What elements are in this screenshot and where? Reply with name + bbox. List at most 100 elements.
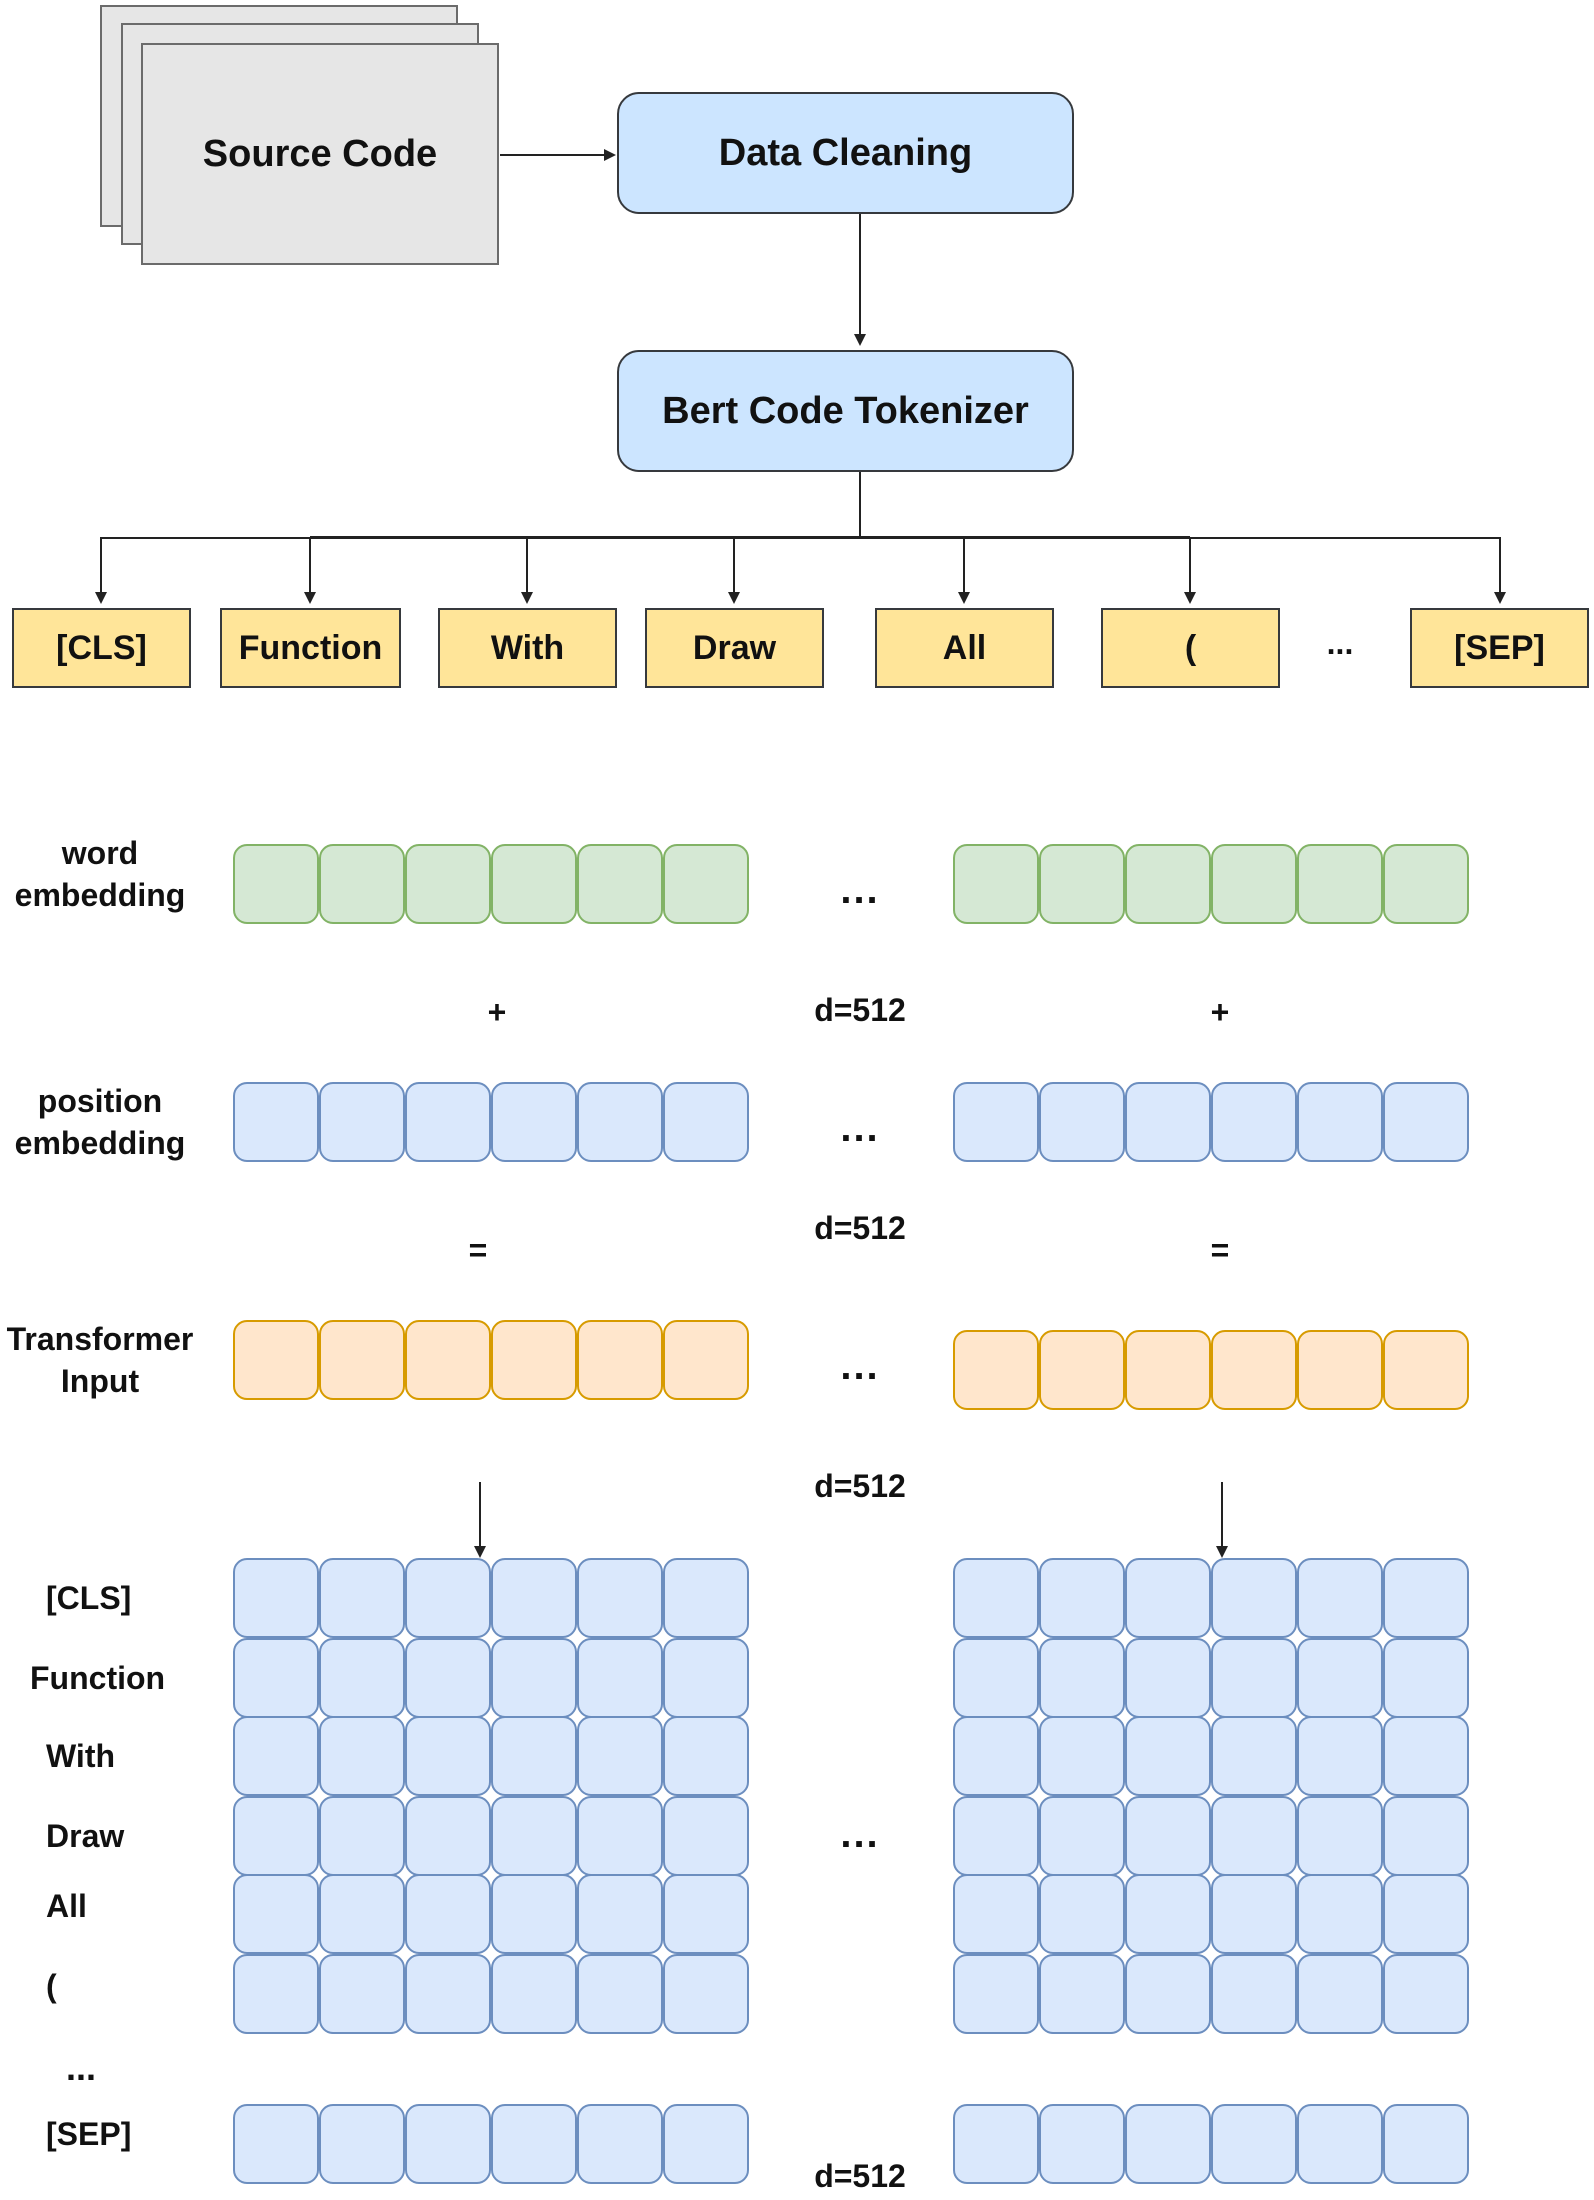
dim-label-position: d=512 xyxy=(814,1210,906,1246)
ellipsis-transformer: ... xyxy=(840,1344,880,1388)
token-cls: [CLS] xyxy=(12,608,191,688)
word-embedding-cell xyxy=(663,844,749,924)
output-cell xyxy=(577,1874,663,1954)
output-cell xyxy=(953,1874,1039,1954)
output-cell xyxy=(1211,1638,1297,1718)
output-cell xyxy=(491,1716,577,1796)
transformer-input-cell xyxy=(319,1320,405,1400)
output-cell xyxy=(319,1796,405,1876)
output-label-function: Function xyxy=(30,1660,166,1696)
ellipsis-position: ... xyxy=(840,1106,880,1150)
output-cell xyxy=(953,1796,1039,1876)
bert-tokenizer-box: Bert Code Tokenizer xyxy=(617,350,1074,472)
equals-left: = xyxy=(468,1232,488,1268)
output-label-ellipsis: ... xyxy=(66,2047,97,2088)
transformer-input-label: Transformer Input xyxy=(6,1321,194,1399)
output-cell xyxy=(405,1716,491,1796)
output-cell xyxy=(491,1954,577,2034)
output-cell xyxy=(1211,1716,1297,1796)
output-cell xyxy=(1039,2104,1125,2184)
word-embedding-cell xyxy=(491,844,577,924)
transformer-input-cell xyxy=(233,1320,319,1400)
transformer-input-cell xyxy=(1297,1330,1383,1410)
output-cell xyxy=(1383,1716,1469,1796)
word-embedding-cell xyxy=(577,844,663,924)
position-embedding-cell xyxy=(1211,1082,1297,1162)
position-embedding-cell xyxy=(1125,1082,1211,1162)
output-cell xyxy=(1125,1558,1211,1638)
token-label: [SEP] xyxy=(1454,628,1545,667)
token-label: All xyxy=(942,628,987,667)
output-cell xyxy=(1383,2104,1469,2184)
output-cell xyxy=(577,1558,663,1638)
output-cell xyxy=(319,1954,405,2034)
output-cell xyxy=(1125,2104,1211,2184)
output-cell xyxy=(1125,1874,1211,1954)
output-cell xyxy=(1211,1954,1297,2034)
position-embedding-cell xyxy=(491,1082,577,1162)
output-cell xyxy=(233,1638,319,1718)
bert-tokenizer-label: Bert Code Tokenizer xyxy=(662,389,1029,432)
output-cell xyxy=(491,2104,577,2184)
position-embedding-cell xyxy=(1039,1082,1125,1162)
transformer-input-cell xyxy=(1383,1330,1469,1410)
equals-right: = xyxy=(1210,1232,1230,1268)
output-cell xyxy=(1039,1558,1125,1638)
token-draw: Draw xyxy=(645,608,824,688)
output-cell xyxy=(663,1874,749,1954)
position-embedding-cell xyxy=(405,1082,491,1162)
output-cell xyxy=(1039,1954,1125,2034)
dim-label-word: d=512 xyxy=(814,992,906,1028)
output-cell xyxy=(1125,1716,1211,1796)
output-cell xyxy=(233,2104,319,2184)
output-cell xyxy=(953,1638,1039,1718)
position-embedding-label: position embedding xyxy=(14,1083,186,1161)
output-cell xyxy=(663,1558,749,1638)
output-cell xyxy=(953,1954,1039,2034)
output-cell xyxy=(1039,1796,1125,1876)
token-sep: [SEP] xyxy=(1410,608,1589,688)
output-cell xyxy=(1297,1716,1383,1796)
output-cell xyxy=(491,1558,577,1638)
output-cell xyxy=(1125,1954,1211,2034)
output-cell xyxy=(405,1796,491,1876)
token-label: [CLS] xyxy=(56,628,147,667)
output-cell xyxy=(405,1874,491,1954)
output-cell xyxy=(1211,1874,1297,1954)
transformer-input-cell xyxy=(1211,1330,1297,1410)
output-cell xyxy=(663,1638,749,1718)
output-cell xyxy=(491,1874,577,1954)
output-cell xyxy=(1039,1638,1125,1718)
data-cleaning-box: Data Cleaning xyxy=(617,92,1074,214)
output-cell xyxy=(405,1638,491,1718)
output-cell xyxy=(953,2104,1039,2184)
output-cell xyxy=(1039,1874,1125,1954)
position-embedding-cell xyxy=(233,1082,319,1162)
output-cell xyxy=(319,1638,405,1718)
output-cell xyxy=(233,1796,319,1876)
output-cell xyxy=(1297,1954,1383,2034)
output-cell xyxy=(1297,1874,1383,1954)
source-code-label: Source Code xyxy=(202,132,438,175)
word-embedding-cell xyxy=(319,844,405,924)
token-function: Function xyxy=(220,608,401,688)
output-label-sep: [SEP] xyxy=(46,2116,132,2152)
output-cell xyxy=(1383,1558,1469,1638)
output-label-cls: [CLS] xyxy=(46,1580,132,1616)
output-cell xyxy=(1297,1558,1383,1638)
output-cell xyxy=(1211,2104,1297,2184)
output-cell xyxy=(233,1874,319,1954)
token-label: ( xyxy=(1184,628,1197,667)
word-embedding-cell xyxy=(1125,844,1211,924)
output-cell xyxy=(233,1954,319,2034)
output-cell xyxy=(953,1716,1039,1796)
word-embedding-cell xyxy=(953,844,1039,924)
source-code-doc: Source Code xyxy=(141,43,499,265)
transformer-input-cell xyxy=(663,1320,749,1400)
token-paren: ( xyxy=(1101,608,1280,688)
transformer-input-cell xyxy=(1039,1330,1125,1410)
output-cell xyxy=(1211,1796,1297,1876)
token-label: Draw xyxy=(692,628,777,667)
output-cell xyxy=(405,1954,491,2034)
